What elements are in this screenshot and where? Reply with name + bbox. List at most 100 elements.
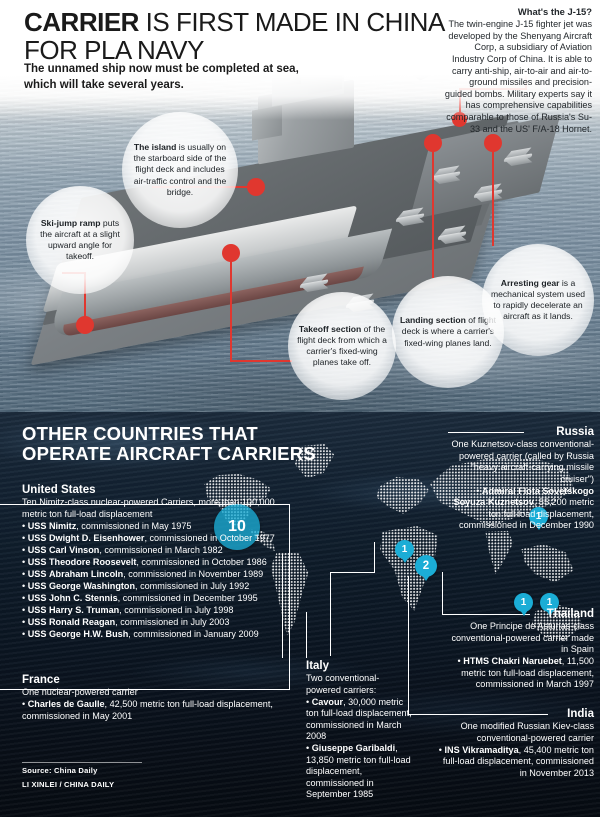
landmass-greenland bbox=[294, 444, 335, 479]
callout-dot-landing bbox=[424, 134, 442, 152]
ship-detail: , commissioned in October 1986 bbox=[136, 556, 267, 567]
italy-leader-v bbox=[330, 572, 331, 656]
ship-list-item: • USS Nimitz, commissioned in May 1975 bbox=[22, 520, 192, 531]
map-marker-thailand[interactable]: 1 bbox=[540, 593, 559, 616]
j15-title: What's the J-15? bbox=[517, 6, 592, 17]
country-intro-france: One nuclear-powered carrier bbox=[22, 687, 138, 697]
landmass-southeast-asia bbox=[521, 544, 574, 583]
ship-list-item: • USS Carl Vinson, commissioned in March… bbox=[22, 544, 223, 555]
map-marker-united-states[interactable]: 10 bbox=[214, 504, 260, 550]
j15-info-panel: What's the J-15? The twin-engine J-15 fi… bbox=[442, 6, 592, 135]
ship-list-item: • USS George Washington, commissioned in… bbox=[22, 580, 250, 591]
landmass-europe bbox=[376, 476, 429, 514]
country-block-india: India One modified Russian Kiev-class co… bbox=[438, 708, 594, 779]
world-map bbox=[196, 430, 600, 680]
ship-detail: , 30,000 metric ton full-load displaceme… bbox=[306, 696, 412, 742]
country-block-italy: Italy Two conventional-powered carriers:… bbox=[306, 660, 414, 801]
ship-prefix: USS bbox=[27, 568, 47, 579]
country-name-india: India bbox=[567, 708, 594, 720]
map-marker-france[interactable]: 1 bbox=[395, 540, 414, 563]
map-marker-russia[interactable]: 1 bbox=[529, 507, 548, 530]
ship-list-france: • Charles de Gaulle, 42,500 metric ton f… bbox=[22, 699, 290, 722]
map-marker-label: 1 bbox=[401, 544, 408, 555]
country-name-italy: Italy bbox=[306, 660, 330, 672]
callout-arresting-gear: Arresting gear is a mechanical system us… bbox=[482, 244, 594, 356]
callout-arresting-gear-title: Arresting gear bbox=[500, 277, 560, 288]
ship-list-item: • USS Ronald Reagan, commissioned in Jul… bbox=[22, 616, 230, 627]
country-block-france: France One nuclear-powered carrier • Cha… bbox=[22, 674, 290, 722]
ship-name: Theodore Roosevelt bbox=[48, 556, 137, 567]
ship-prefix: USS bbox=[27, 544, 47, 555]
thailand-leader-v bbox=[442, 572, 443, 615]
ship-prefix: USS bbox=[27, 616, 47, 627]
country-intro-india: One modified Russian Kiev-class conventi… bbox=[460, 721, 594, 743]
ship-detail: , commissioned in December 1995 bbox=[117, 592, 258, 603]
callout-takeoff-body: of the flight deck from which a carrier'… bbox=[297, 323, 387, 368]
ship-prefix: USS bbox=[27, 532, 47, 543]
map-marker-label: 2 bbox=[422, 560, 430, 572]
country-name-thailand: Thailand bbox=[546, 608, 594, 620]
j15-body: The twin-engine J-15 fighter jet was dev… bbox=[444, 19, 592, 134]
ship-list-item: • Giuseppe Garibaldi, 13,850 metric ton … bbox=[306, 743, 411, 800]
country-intro-thailand: One Principe de Asturias-class conventio… bbox=[451, 621, 594, 655]
callout-dot-arresting bbox=[484, 134, 502, 152]
ship-list-item: • INS Vikramaditya, 45,400 metric ton fu… bbox=[438, 744, 594, 778]
russia-leader bbox=[448, 432, 524, 433]
ship-list-item: • HTMS Chakri Naruebet, 11,500 metric to… bbox=[457, 656, 594, 690]
ship-list-india: • INS Vikramaditya, 45,400 metric ton fu… bbox=[438, 745, 594, 780]
ship-prefix: USS bbox=[27, 604, 47, 615]
ship-list-russia: • Admiral Flota Sovetskogo Soyuza Kuznet… bbox=[448, 486, 595, 532]
callout-arresting-gear-body: is a mechanical system used to rapidly d… bbox=[490, 277, 586, 322]
callout-ski-jump-title: Ski-jump ramp bbox=[40, 217, 101, 228]
ship-prefix: USS bbox=[27, 592, 47, 603]
source-line: Source: China Daily bbox=[22, 766, 98, 775]
country-intro-italy: Two conventional-powered carriers: bbox=[306, 673, 380, 695]
map-marker-label: 1 bbox=[546, 597, 553, 608]
ship-prefix: INS bbox=[444, 744, 460, 755]
ship-list-item: • Cavour, 30,000 metric ton full-load di… bbox=[306, 696, 412, 742]
headline-backdrop bbox=[0, 0, 600, 120]
country-block-thailand: Thailand One Principe de Asturias-class … bbox=[442, 608, 594, 691]
ship-list-item: • USS Dwight D. Eisenhower, commissioned… bbox=[22, 532, 275, 543]
ship-list-item: • USS George H.W. Bush, commissioned in … bbox=[22, 629, 259, 640]
ship-detail: , 55,200 metric ton full-load displaceme… bbox=[459, 497, 594, 531]
callout-dot-takeoff bbox=[222, 244, 240, 262]
ship-name: Abraham Lincoln bbox=[48, 568, 124, 579]
section-title: OTHER COUNTRIES THAT OPERATE AIRCRAFT CA… bbox=[22, 423, 316, 465]
ship-prefix: USS bbox=[27, 556, 47, 567]
ship-name: Giuseppe Garibaldi bbox=[311, 743, 396, 754]
ship-name: Cavour bbox=[311, 696, 344, 707]
india-leader-v bbox=[408, 576, 409, 714]
map-marker-italy[interactable]: 2 bbox=[415, 555, 437, 581]
source-divider bbox=[22, 762, 142, 763]
india-leader bbox=[438, 714, 548, 715]
map-marker-label: 1 bbox=[535, 511, 542, 522]
ship-list-item: • USS John C. Stennis, commissioned in D… bbox=[22, 592, 258, 603]
country-name-russia: Russia bbox=[556, 426, 594, 438]
ship-prefix: USS bbox=[27, 629, 47, 640]
leader-line-takeoff-h bbox=[230, 360, 292, 362]
ship-name: Ronald Reagan bbox=[48, 616, 116, 627]
thailand-leader bbox=[442, 614, 530, 615]
italy-leader-up bbox=[374, 542, 375, 573]
ship-detail: , commissioned in October 1977 bbox=[144, 532, 275, 543]
ship-detail: , commissioned in July 1992 bbox=[135, 580, 250, 591]
ship-name: Nimitz bbox=[48, 520, 77, 531]
ship-detail: , commissioned in March 1982 bbox=[99, 544, 223, 555]
callout-dot-island bbox=[247, 178, 265, 196]
callout-island-title: The island bbox=[133, 142, 177, 153]
ship-detail: , commissioned in November 1989 bbox=[123, 568, 264, 579]
ship-list-item: • USS Abraham Lincoln, commissioned in N… bbox=[22, 568, 264, 579]
leader-line-takeoff-v bbox=[230, 260, 232, 362]
callout-island: The island is usually on the starboard s… bbox=[122, 112, 238, 228]
ship-detail: , 11,500 metric ton full-load displaceme… bbox=[461, 656, 594, 690]
ship-name: Chakri Naruebet bbox=[491, 656, 562, 667]
country-intro-russia: One Kuznetsov-class conventional-powered… bbox=[451, 439, 594, 484]
ship-name: George Washington bbox=[48, 580, 136, 591]
callout-landing-body: of flight deck is where a carrier's fixe… bbox=[401, 315, 496, 348]
ship-name: Harry S. Truman bbox=[48, 604, 120, 615]
country-block-russia: Russia One Kuznetsov-class conventional-… bbox=[448, 426, 594, 532]
map-marker-india[interactable]: 1 bbox=[514, 593, 533, 616]
callout-ski-jump-body: puts the aircraft at a slight upward ang… bbox=[40, 217, 120, 262]
